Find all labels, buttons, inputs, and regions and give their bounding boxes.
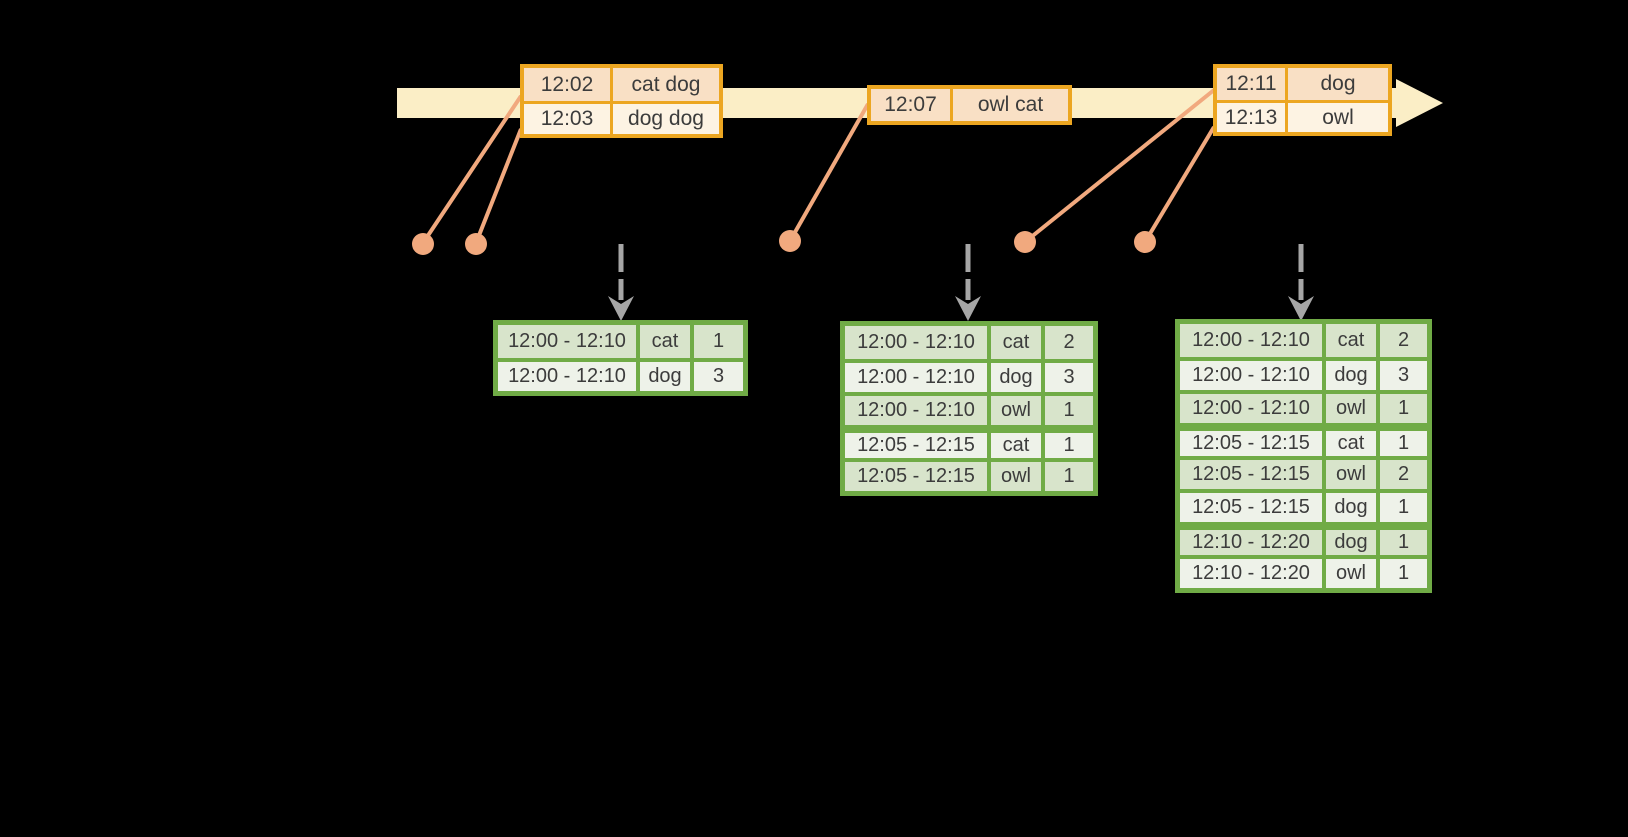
event-marker-dot bbox=[1014, 231, 1036, 253]
event-words-cell: owl cat bbox=[953, 89, 1068, 121]
event-marker-dots bbox=[412, 230, 1156, 255]
result-word-cell: dog bbox=[1326, 530, 1380, 555]
result-window-cell: 12:05 - 12:15 bbox=[1180, 493, 1326, 522]
result-word-cell: cat bbox=[1326, 431, 1380, 456]
event-words-cell: owl bbox=[1288, 103, 1388, 132]
result-window-cell: 12:10 - 12:20 bbox=[1180, 530, 1326, 555]
event-words-cell: cat dog bbox=[613, 68, 719, 101]
result-count-cell: 1 bbox=[1380, 559, 1427, 588]
result-word-cell: dog bbox=[1326, 361, 1380, 390]
event-link-line bbox=[421, 94, 523, 245]
result-word-cell: owl bbox=[991, 396, 1045, 425]
result-word-cell: dog bbox=[640, 362, 694, 391]
event-time-arrowhead-icon bbox=[1396, 79, 1443, 127]
result-window-cell: 12:00 - 12:10 bbox=[1180, 394, 1326, 423]
result-count-cell: 1 bbox=[1380, 394, 1427, 423]
result-word-cell: cat bbox=[640, 325, 694, 358]
result-count-cell: 1 bbox=[1380, 431, 1427, 456]
result-count-cell: 1 bbox=[1045, 433, 1093, 458]
event-words-cell: dog bbox=[1288, 68, 1388, 100]
result-count-cell: 2 bbox=[1380, 460, 1427, 489]
result-count-cell: 3 bbox=[1045, 363, 1093, 392]
event-words-cell: dog dog bbox=[613, 104, 719, 134]
result-window-cell: 12:00 - 12:10 bbox=[498, 362, 640, 391]
result-window-cell: 12:05 - 12:15 bbox=[845, 462, 991, 491]
result-word-cell: cat bbox=[991, 433, 1045, 458]
result-window-cell: 12:10 - 12:20 bbox=[1180, 559, 1326, 588]
result-word-cell: owl bbox=[1326, 559, 1380, 588]
event-marker-dot bbox=[412, 233, 434, 255]
result-word-cell: dog bbox=[1326, 493, 1380, 522]
event-link-lines bbox=[421, 88, 1216, 245]
result-count-cell: 1 bbox=[1380, 530, 1427, 555]
event-marker-dot bbox=[1134, 231, 1156, 253]
result-window-cell: 12:00 - 12:10 bbox=[498, 325, 640, 358]
result-count-cell: 1 bbox=[1045, 462, 1093, 491]
result-window-cell: 12:05 - 12:15 bbox=[845, 433, 991, 458]
result-word-cell: owl bbox=[1326, 460, 1380, 489]
result-count-cell: 2 bbox=[1380, 324, 1427, 357]
event-time-cell: 12:07 bbox=[871, 89, 953, 121]
result-window-cell: 12:00 - 12:10 bbox=[845, 326, 991, 359]
event-link-line bbox=[788, 103, 870, 242]
event-link-line bbox=[1143, 125, 1216, 244]
result-count-cell: 3 bbox=[1380, 361, 1427, 390]
result-count-cell: 2 bbox=[1045, 326, 1093, 359]
trigger-arrowhead-icon bbox=[1288, 296, 1314, 321]
result-window-cell: 12:00 - 12:10 bbox=[1180, 324, 1326, 357]
event-link-line bbox=[474, 128, 523, 244]
result-word-cell: cat bbox=[1326, 324, 1380, 357]
result-word-cell: owl bbox=[1326, 394, 1380, 423]
trigger-arrowhead-icon bbox=[608, 296, 634, 321]
event-marker-dot bbox=[465, 233, 487, 255]
result-window-cell: 12:05 - 12:15 bbox=[1180, 431, 1326, 456]
result-count-cell: 1 bbox=[694, 325, 743, 358]
result-count-cell: 1 bbox=[1380, 493, 1427, 522]
trigger-arrows bbox=[608, 244, 1314, 321]
result-word-cell: owl bbox=[991, 462, 1045, 491]
trigger-arrowhead-icon bbox=[955, 296, 981, 321]
event-time-cell: 12:13 bbox=[1217, 103, 1288, 132]
event-time-cell: 12:03 bbox=[524, 104, 613, 134]
event-link-line bbox=[1023, 88, 1216, 244]
result-count-cell: 3 bbox=[694, 362, 743, 391]
event-time-cell: 12:11 bbox=[1217, 68, 1288, 100]
result-count-cell: 1 bbox=[1045, 396, 1093, 425]
result-word-cell: cat bbox=[991, 326, 1045, 359]
result-window-cell: 12:00 - 12:10 bbox=[845, 396, 991, 425]
result-word-cell: dog bbox=[991, 363, 1045, 392]
result-window-cell: 12:00 - 12:10 bbox=[845, 363, 991, 392]
event-time-cell: 12:02 bbox=[524, 68, 613, 101]
result-window-cell: 12:00 - 12:10 bbox=[1180, 361, 1326, 390]
event-marker-dot bbox=[779, 230, 801, 252]
result-window-cell: 12:05 - 12:15 bbox=[1180, 460, 1326, 489]
